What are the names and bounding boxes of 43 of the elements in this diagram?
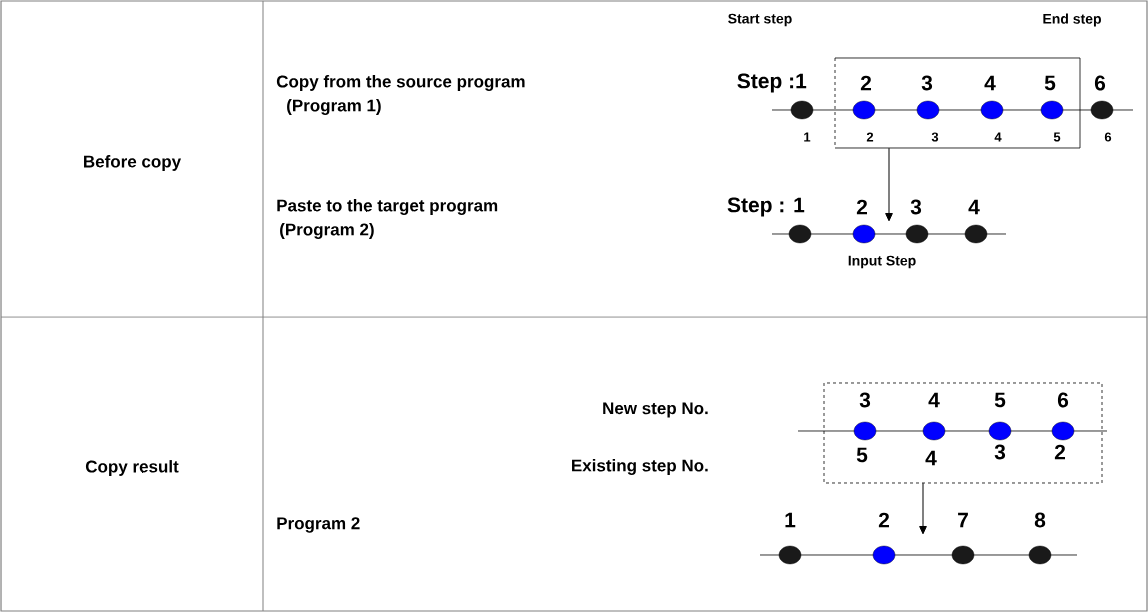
step-number: 2	[1054, 444, 1065, 460]
step-index: 4	[994, 132, 1002, 142]
dashed-selection-box	[823, 382, 1103, 484]
step-index: 6	[1104, 132, 1112, 142]
step-number: 1	[785, 512, 796, 528]
step-number: 4	[984, 75, 996, 91]
step-number: 2	[856, 199, 867, 215]
row-header: Before copy	[84, 155, 181, 171]
arrow	[919, 482, 927, 535]
step-number: 6	[1057, 392, 1069, 408]
row-text: (Program 1)	[287, 99, 381, 115]
step-number: 5	[1044, 75, 1056, 91]
row-text: Program 2	[277, 517, 360, 533]
step-number: 5	[856, 447, 868, 463]
selection-box	[834, 57, 1081, 149]
row-text: Existing step No.	[572, 459, 708, 475]
step-number: 3	[921, 75, 933, 91]
step-prefix: Step : 1	[727, 197, 805, 217]
row-header: Copy result	[85, 460, 179, 476]
step-number: 3	[910, 199, 922, 215]
step-index: 2	[866, 132, 874, 142]
step-number: 4	[925, 450, 937, 466]
step-prefix: Step :1	[737, 73, 807, 93]
step-caption: End step	[1043, 13, 1101, 27]
step-number: 3	[859, 392, 871, 408]
step-index: 5	[1053, 132, 1061, 142]
row-text: (Program 2)	[280, 223, 374, 239]
step-number: 3	[994, 444, 1006, 460]
step-caption: Input Step	[848, 255, 916, 269]
step-number: 8	[1034, 512, 1046, 528]
step-number: 5	[994, 392, 1006, 408]
step-caption: Start step	[728, 13, 792, 27]
row-text: Paste to the target program	[277, 199, 498, 215]
step-number: 4	[968, 199, 980, 215]
row-text: New step No.	[603, 402, 708, 418]
row-text: Copy from the source program	[276, 75, 525, 91]
step-number: 2	[878, 512, 889, 528]
step-number: 7	[958, 512, 968, 528]
step-number: 2	[860, 75, 871, 91]
step-index: 3	[931, 132, 939, 142]
arrow	[885, 147, 893, 222]
step-number: 4	[928, 392, 940, 408]
step-index: 1	[804, 132, 811, 142]
